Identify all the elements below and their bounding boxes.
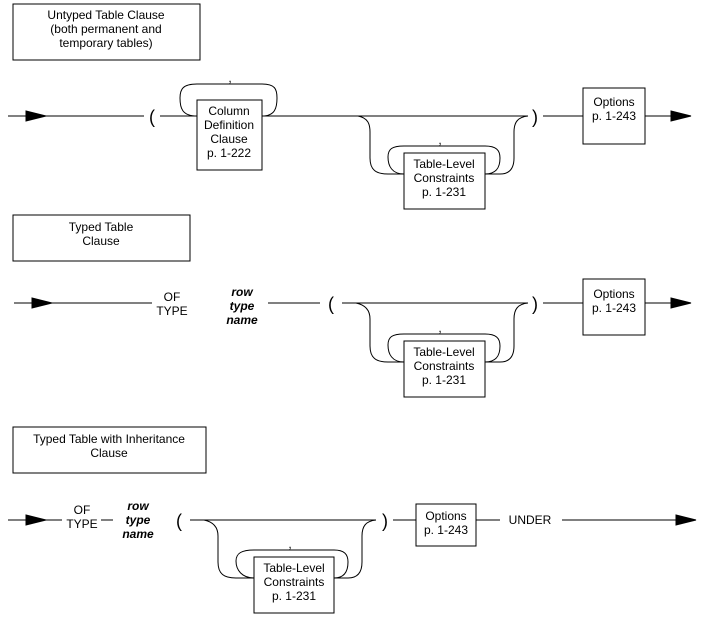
- optional-branch-left: [355, 302, 404, 363]
- typed-title-line: Typed Table: [69, 220, 134, 234]
- box-text: Column: [208, 104, 249, 118]
- box-text: p. 1-243: [592, 109, 636, 123]
- type-keyword: TYPE: [66, 517, 97, 531]
- constraints-repeat-loop: [235, 549, 349, 579]
- type-keyword: TYPE: [156, 304, 187, 318]
- box-text: p. 1-231: [422, 185, 466, 199]
- constraints-repeat-loop: [387, 333, 501, 363]
- entry-arrow-icon: [31, 297, 53, 309]
- row-type-name-variable: name: [226, 313, 258, 327]
- inheritance-title-box: [12, 426, 207, 474]
- table-level-constraints-box: [253, 556, 335, 614]
- end-arrow-icon: [670, 110, 692, 122]
- box-text: Definition: [204, 118, 254, 132]
- repeat-separator: ,: [438, 133, 441, 147]
- close-paren: ): [532, 294, 538, 314]
- end-arrow-icon: [675, 514, 697, 526]
- box-text: p. 1-231: [422, 373, 466, 387]
- section-untyped-table: Untyped Table Clause (both permanent and…: [8, 3, 692, 210]
- entry-arrow-icon: [25, 514, 47, 526]
- box-text: Table-Level: [413, 345, 474, 359]
- box-text: Constraints: [264, 575, 325, 589]
- box-text: Constraints: [414, 359, 475, 373]
- optional-branch-right: [334, 519, 377, 579]
- row-type-name-variable: type: [230, 299, 255, 313]
- inheritance-title-line: Clause: [90, 446, 128, 460]
- optional-branch-left: [203, 519, 254, 579]
- under-keyword: UNDER: [509, 513, 552, 527]
- typed-title-line: Clause: [82, 234, 120, 248]
- repeat-separator: ,: [228, 71, 231, 85]
- repeat-separator: ,: [438, 321, 441, 335]
- open-paren: (: [328, 294, 334, 314]
- untyped-title-line: (both permanent and: [50, 22, 161, 36]
- close-paren: ): [532, 107, 538, 127]
- table-level-constraints-box: [403, 152, 486, 210]
- box-text: Table-Level: [413, 157, 474, 171]
- column-repeat-loop: [179, 83, 278, 117]
- box-text: p. 1-243: [424, 523, 468, 537]
- of-keyword: OF: [74, 503, 91, 517]
- section-typed-table-inheritance: Typed Table with Inheritance Clause OF T…: [8, 426, 697, 614]
- optional-branch-right: [485, 115, 529, 175]
- end-arrow-icon: [670, 297, 692, 309]
- typed-title-box: [12, 214, 191, 262]
- box-text: p. 1-222: [207, 146, 251, 160]
- untyped-title-line: Untyped Table Clause: [47, 8, 165, 22]
- inheritance-title-line: Typed Table with Inheritance: [33, 432, 185, 446]
- section-typed-table: Typed Table Clause OF TYPE row type name…: [12, 214, 692, 398]
- options-box: [582, 87, 646, 145]
- box-text: Clause: [210, 132, 248, 146]
- optional-branch-right: [485, 302, 529, 363]
- column-definition-clause-box: [196, 99, 263, 171]
- box-text: Constraints: [414, 171, 475, 185]
- row-type-name-variable: row: [231, 285, 253, 299]
- box-text: p. 1-231: [272, 589, 316, 603]
- optional-branch-left: [357, 115, 404, 175]
- box-text: Options: [593, 287, 634, 301]
- box-text: Options: [593, 95, 634, 109]
- repeat-separator: ,: [288, 537, 291, 551]
- open-paren: (: [149, 107, 155, 127]
- box-text: Table-Level: [263, 561, 324, 575]
- box-text: p. 1-243: [592, 301, 636, 315]
- row-type-name-variable: type: [126, 513, 151, 527]
- open-paren: (: [176, 511, 182, 531]
- of-keyword: OF: [164, 290, 181, 304]
- entry-arrow-icon: [25, 110, 47, 122]
- close-paren: ): [382, 511, 388, 531]
- options-box: [415, 503, 477, 547]
- row-type-name-variable: row: [127, 499, 149, 513]
- table-level-constraints-box: [403, 340, 486, 398]
- untyped-title-box: [12, 3, 201, 61]
- row-type-name-variable: name: [122, 527, 154, 541]
- constraints-repeat-loop: [387, 145, 501, 175]
- box-text: Options: [425, 509, 466, 523]
- options-box: [582, 278, 646, 336]
- untyped-title-line: temporary tables): [59, 36, 152, 50]
